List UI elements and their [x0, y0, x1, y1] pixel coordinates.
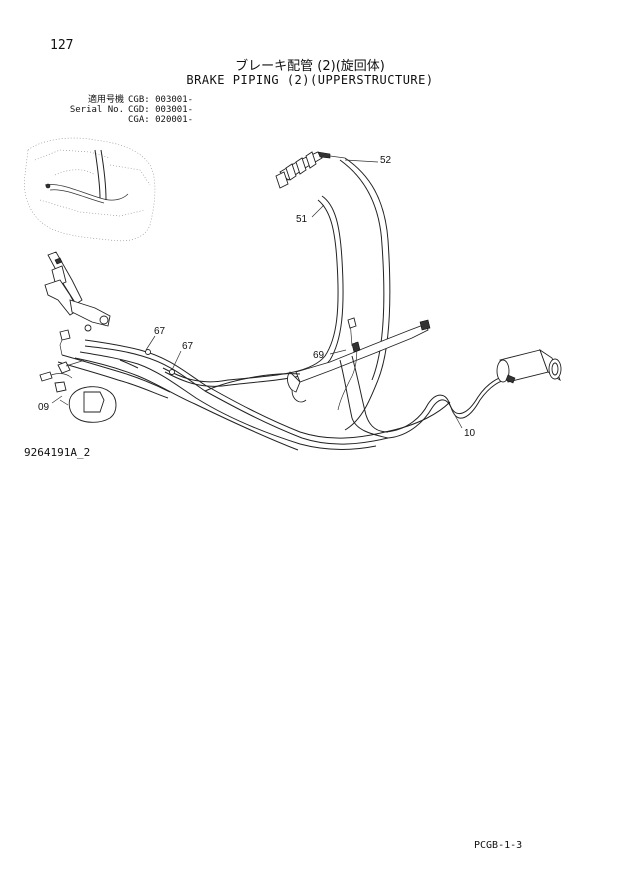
title-english: BRAKE PIPING (2)(UPPERSTRUCTURE) [186, 73, 434, 87]
upperstructure-inset [24, 137, 156, 242]
serial-label-ja: 適用号機 [87, 95, 124, 105]
pipe-51 [162, 195, 344, 387]
serial-row-cga: CGA: 020001- [50, 115, 193, 125]
swing-fitting-right [496, 348, 562, 384]
leader-lines [51, 159, 463, 429]
serial-number: 020001- [155, 115, 194, 125]
callout-67: 67 [154, 326, 166, 337]
callout-52: 52 [380, 155, 392, 166]
serial-model: CGB: [128, 95, 150, 105]
serial-row-cgb: 適用号機 CGB: 003001- [50, 95, 193, 105]
title-japanese: ブレーキ配管 (2)(旋回体) [235, 59, 385, 74]
connecting-hoses [204, 355, 389, 439]
drawing-number: 9264191A_2 [24, 446, 91, 459]
serial-number-block: 適用号機 CGB: 003001- Serial No. CGD: 003001… [50, 95, 193, 125]
center-fitting-69 [287, 317, 431, 411]
pipe-10 [385, 373, 513, 439]
pipe-52 [339, 157, 391, 431]
serial-label-en: Serial No. [69, 105, 124, 115]
serial-number: 003001- [155, 95, 194, 105]
callout-67: 67 [182, 341, 194, 352]
callout-69: 69 [313, 350, 325, 361]
callout-09: 09 [38, 402, 50, 413]
serial-model: CGD: [128, 105, 150, 115]
brake-valve-block [275, 151, 346, 189]
page-code: PCGB-1-3 [474, 840, 523, 851]
page-number: 127 [50, 38, 74, 53]
brake-pedal-assembly [44, 251, 111, 332]
serial-row-cgd: Serial No. CGD: 003001- [50, 105, 193, 115]
serial-number: 003001- [155, 105, 194, 115]
brake-cylinder-09 [39, 329, 117, 423]
serial-model: CGA: [128, 115, 150, 125]
pipe-bundle-67 [57, 339, 451, 451]
callout-51: 51 [296, 214, 308, 225]
callout-10: 10 [464, 428, 476, 439]
